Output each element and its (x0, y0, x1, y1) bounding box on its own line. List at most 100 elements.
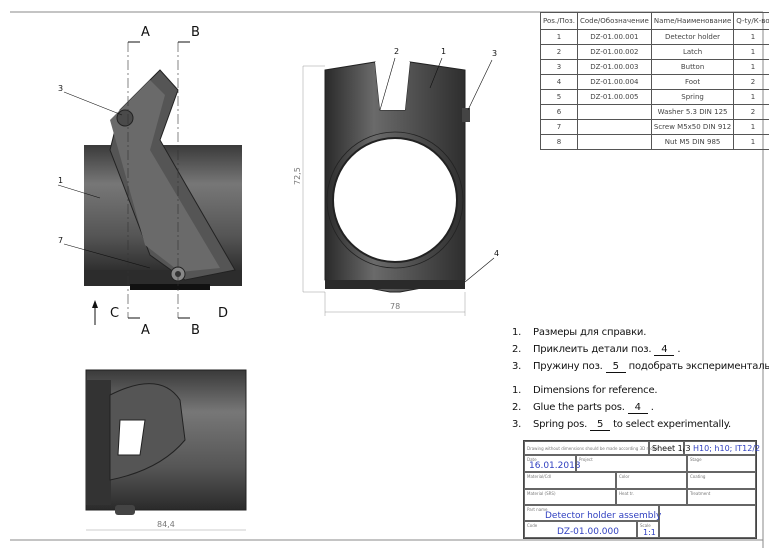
bom-cell-name: Washer 5.3 DIN 125 (650, 104, 735, 120)
bom-header-row: Pos./Поз. Code/Обозначение Name/Наименов… (540, 12, 769, 30)
side-callout-4: 4 (494, 249, 499, 258)
note-position-value: 5 (605, 362, 626, 373)
treatment-label: Treatment (690, 491, 711, 496)
bom-cell-qty: 1 (733, 29, 769, 45)
bom-cell-qty: 2 (733, 104, 769, 120)
note-item: 3. Пружину поз. 5 подобрать эксперимента… (512, 361, 769, 378)
stage-label: Stage (690, 457, 702, 462)
coating-label: Coating (690, 474, 706, 479)
side-view: 72,5 78 2 1 3 4 (293, 47, 499, 316)
bill-of-materials: Pos./Поз. Code/Обозначение Name/Наименов… (540, 12, 769, 150)
material2-label: Material (SRS) (527, 491, 556, 496)
bom-cell-qty: 1 (733, 134, 769, 150)
note-number: 1. (512, 385, 522, 396)
heat-treatment-label: Heat tr. (619, 491, 634, 496)
bom-cell-name: Foot (650, 74, 735, 90)
note-item: 2. Приклеить детали поз. 4 . (512, 344, 769, 361)
bom-cell-name: Nut M5 DIN 985 (650, 134, 735, 150)
bom-cell-pos: 8 (540, 134, 578, 150)
section-label-d: D (218, 306, 228, 321)
bom-cell-pos: 5 (540, 89, 578, 105)
bom-cell-name: Button (650, 59, 735, 75)
callout-7: 7 (58, 236, 63, 245)
dimension-width: 78 (390, 302, 400, 311)
note-position-value: 4 (654, 345, 675, 356)
side-callout-1: 1 (441, 47, 446, 56)
notes-english: 1. Dimensions for reference. 2. Glue the… (512, 385, 731, 436)
note-number: 3. (512, 361, 522, 372)
color-label: Color (619, 474, 630, 479)
section-label-b-top: B (191, 25, 200, 40)
bom-cell-name: Detector holder (650, 29, 735, 45)
callout-3: 3 (58, 84, 63, 93)
bom-cell-code (576, 119, 652, 135)
bottom-view: 84,4 (85, 369, 247, 531)
bom-cell-pos: 6 (540, 104, 578, 120)
note-item: 1. Dimensions for reference. (512, 385, 731, 402)
bom-cell-qty: 1 (733, 44, 769, 60)
bom-header-qty: Q-ty/К-во (733, 12, 769, 30)
side-callout-2: 2 (394, 47, 399, 56)
note-position-value: 4 (627, 403, 648, 414)
note-text: Spring pos. (532, 419, 588, 430)
code-label: Code (527, 523, 538, 528)
side-callout-3: 3 (492, 49, 497, 58)
date-value: 16.01.2018 (529, 461, 581, 471)
bom-cell-qty: 2 (733, 74, 769, 90)
code-value: DZ-01.00.000 (557, 527, 619, 537)
title-block-note: Drawing without dimensions should be mad… (527, 446, 659, 451)
bom-cell-pos: 1 (540, 29, 578, 45)
bom-cell-pos: 2 (540, 44, 578, 60)
note-number: 2. (512, 344, 522, 355)
front-view: A B C D A B 3 1 7 (57, 25, 242, 338)
note-text: . (677, 344, 681, 355)
note-number: 3. (512, 419, 522, 430)
bom-cell-code: DZ-01.00.001 (576, 29, 652, 45)
note-position-value: 5 (590, 420, 611, 431)
callout-1: 1 (58, 176, 63, 185)
scale-label: Scale (640, 523, 651, 528)
dimension-height: 72,5 (293, 167, 302, 185)
bom-header-pos: Pos./Поз. (540, 12, 578, 30)
tolerances: H10; h10; IT12/2 (693, 444, 761, 453)
bom-cell-name: Latch (650, 44, 735, 60)
date-label: Date (527, 457, 537, 462)
note-number: 2. (512, 402, 522, 413)
bom-cell-code (576, 104, 652, 120)
bom-cell-name: Spring (650, 89, 735, 105)
note-item: 1. Размеры для справки. (512, 327, 769, 344)
note-text: подобрать экспериментально. (628, 361, 769, 372)
bom-cell-pos: 3 (540, 59, 578, 75)
bom-header-code: Code/Обозначение (576, 12, 652, 30)
section-label-a-top: A (141, 25, 150, 40)
bom-cell-code: DZ-01.00.004 (576, 74, 652, 90)
bom-cell-qty: 1 (733, 119, 769, 135)
section-label-c: C (110, 306, 119, 321)
bom-cell-code: DZ-01.00.005 (576, 89, 652, 105)
material-label: Material/Cdl (527, 474, 552, 479)
sheet-number: Sheet 1/3 (652, 444, 691, 453)
section-label-b-bottom: B (191, 323, 200, 338)
note-text: to select experimentally. (613, 419, 731, 430)
note-text: Приклеить детали поз. (532, 344, 652, 355)
bom-cell-code: DZ-01.00.003 (576, 59, 652, 75)
bom-cell-name: Screw M5x50 DIN 912 (650, 119, 735, 135)
note-text: . (650, 402, 654, 413)
project-label: Project (579, 457, 593, 462)
bom-cell-pos: 4 (540, 74, 578, 90)
scale-value: 1:1 (643, 528, 656, 537)
section-label-a-bottom: A (141, 323, 150, 338)
notes-russian: 1. Размеры для справки. 2. Приклеить дет… (512, 327, 769, 378)
note-item: 3. Spring pos. 5 to select experimentall… (512, 419, 731, 436)
bom-cell-code (576, 134, 652, 150)
title-block: Drawing without dimensions should be mad… (523, 440, 761, 539)
